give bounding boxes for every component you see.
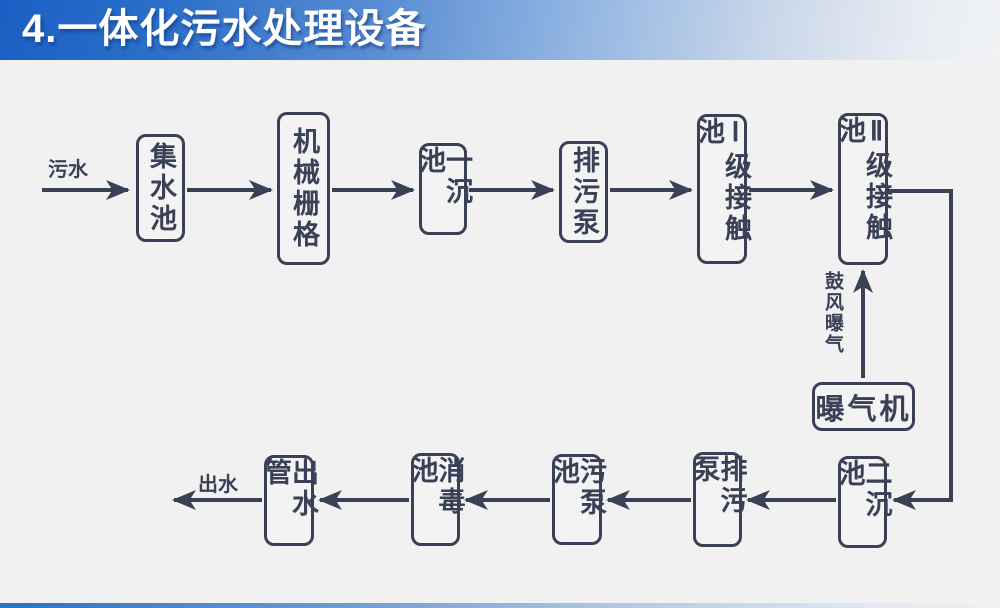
node-contact-tank-2: Ⅱ级接触池 [835,113,892,265]
node-mechanical-grid: 机械栅格 [277,112,330,265]
node-primary-sedimentation-tank: 一沉池 [415,143,472,235]
outlet-label: 出水 [198,474,238,496]
node-disinfection-tank: 消毒池 [408,453,465,546]
node-contact-tank-1: Ⅰ级接触池 [694,114,751,264]
arrow-contact2-to-secondary [888,189,953,510]
slide-footer-bar [0,603,1000,608]
slide-header: 4.一体化污水处理设备 [0,0,1000,60]
node-outlet-pipe: 出水管 [261,455,318,546]
node-sewage-pump-1: 排污泵 [559,141,608,243]
node-aerator: 曝气机 [812,382,915,431]
inlet-label: 污水 [48,159,88,181]
node-sludge-pump-tank: 污泵池 [549,454,606,545]
page-title: 4.一体化污水处理设备 [22,7,427,51]
aeration-label: 鼓风曝气 [822,271,843,355]
node-sewage-pump-2: 排污泵 [690,452,747,547]
node-collecting-tank: 集水池 [136,134,185,242]
node-secondary-sedimentation-tank: 二沉池 [835,456,892,548]
